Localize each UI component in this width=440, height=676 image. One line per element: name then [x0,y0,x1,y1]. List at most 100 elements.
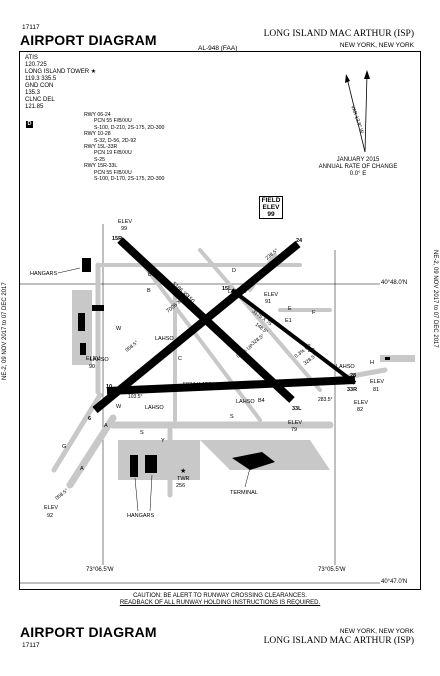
mag-date: JANUARY 2015 [336,157,380,163]
field-elev-line2: ELEV [262,204,280,211]
runways [92,237,357,414]
footer-airport-name: LONG ISLAND MAC ARTHUR (ISP) [263,636,414,646]
elev-value: 91 [265,299,271,305]
freq-line: 121.85 [25,104,44,110]
rwy-info-line: S-100, D-170, 2S-175, 2D-300 [94,176,165,183]
taxiway-letter: B3 [196,323,203,329]
latitude-label-1: 40°48.0′N [381,280,408,286]
terminal-label: TERMINAL [230,490,258,496]
rwy10-28-dims: 5034 X 150 [183,382,211,388]
heading-058-mid: 058.5° [124,340,139,354]
longitude-label-1: 73°06.5′W [86,567,114,573]
footer-city-state: NEW YORK, NEW YORK [339,628,414,635]
rwy-info-line: RWY 15L-33R [84,144,118,151]
hangar-building [130,455,138,477]
runway-number: 28 [350,373,356,379]
terminal-building [232,452,275,470]
elev-label: ELEV [44,505,58,511]
rwy-info-line: RWY 10-28 [84,131,111,138]
frequency-block: ATIS 120.725 LONG ISLAND TOWER ★ 119.3 3… [25,55,96,111]
east-apron [380,355,415,362]
buildings [78,258,390,477]
rwy-info-line: RWY 06-24 [84,112,111,118]
mag-rate-label: ANNUAL RATE OF CHANGE [318,164,398,170]
chart-title: AIRPORT DIAGRAM [20,32,157,48]
taxiway-letter: W [116,326,122,332]
runway-info-block: RWY 06-24 PCN 55 F/B/X/U S-100, D-210, 2… [84,112,164,182]
elev-label: ELEV [118,219,132,225]
elev-label: ELEV [288,420,302,426]
elev-value: 99 [121,226,127,232]
freq-line: GND CON [25,83,54,89]
taxiway-letter: E1 [285,318,292,324]
hangar-building [78,313,85,331]
city-state: NEW YORK, NEW YORK [339,42,414,49]
taxiway-letter: W [116,404,122,410]
taxiway-letter: F [312,310,316,316]
lahso-label: LAHSO [336,364,355,370]
lahso-label: LAHSO [90,357,109,363]
heading-283: 283.5° [318,397,333,403]
taxiway-letters: A A B C D E F G H S S W W Y B1 B3 B4 E1 … [62,268,374,472]
freq-line: 120.725 [25,62,47,68]
elev-label: ELEV [86,356,100,362]
runway-15l-33r [230,288,357,385]
airport-name: LONG ISLAND MAC ARTHUR (ISP) [263,29,414,39]
magnetic-north-arrow: VAR 12.8° W [345,70,370,153]
freq-line: 135.3 [25,90,41,96]
freq-line: LONG ISLAND TOWER ★ [25,69,97,75]
elev-value: 81 [373,387,379,393]
taxiway-letter: A [104,423,108,429]
caution-line-1: CAUTION: BE ALERT TO RUNWAY CROSSING CLE… [133,593,307,599]
magnetic-info: JANUARY 2015 ANNUAL RATE OF CHANGE 0.0° … [308,157,408,178]
mag-rate-value: 0.0° E [349,171,367,177]
terminal-leader [244,467,251,488]
hangars-west-label: HANGARS [30,271,58,277]
lahso-label: LAHSO [228,289,247,295]
d-airspace-badge: D [26,121,33,128]
taxiway-letter: D [232,268,236,274]
runway-number: 6 [88,416,91,422]
rwy-info-line: RWY 15R-33L [84,163,118,170]
lahso-label: LAHSO [145,405,164,411]
hangar-building [92,305,104,311]
heading-103: 103.5° [128,394,143,400]
hangars-south-leader [134,477,139,512]
taxiway-e [198,248,322,392]
taxiway-letter: E [288,306,292,312]
hangars-south-label: HANGARS [127,513,155,519]
hangar-building [82,258,91,272]
field-elev-line1: FIELD [261,197,281,204]
elevation-labels: ELEV 99 ELEV 91 ELEV 90 ELEV 81 ELEV 82 … [44,219,384,519]
lahso-label: LAHSO [155,336,174,342]
elev-value: 92 [47,513,53,519]
aprons [72,290,415,480]
elev-label: ELEV [370,379,384,385]
elev-value: 79 [291,427,297,433]
runway-06-24 [92,240,301,414]
latitude-label-2: 40°47.0′N [381,579,408,585]
elev-label: ELEV [354,400,368,406]
hangar-building [145,455,157,473]
taxiway-a [66,414,117,489]
freq-line: 119.3 335.5 [25,76,57,82]
tower-height: 256 [176,483,185,489]
heading-058-sw: 058.5° [54,488,69,502]
taxiway-b [138,258,262,422]
taxiway-letter: B1 [148,272,155,278]
caution-line-2: READBACK OF ALL RUNWAY HOLDING INSTRUCTI… [119,600,321,606]
rwy-info-line: S-100, D-210, 2S-175, 2D-300 [94,124,165,131]
field-elevation-box: FIELD ELEV 99 [259,196,283,219]
heading-328-b: 328.5° [303,353,318,367]
taxiway-letter: H [370,360,374,366]
hangars-west-leader [57,267,81,274]
taxiway-letter: C [178,356,182,362]
taxiway-letter: B [147,288,151,294]
rwy-info-line: PCN 55 F/B/X/U [94,169,132,176]
runway-numbers: 6 24 10 28 15R 33L 15L 33R [88,236,357,422]
hangar-building [80,343,86,355]
rwy-info-line: PCN 55 F/B/X/U [94,118,132,125]
rwy-info-line: PCN 19 F/B/X/U [94,150,132,157]
field-elev-value: 99 [267,211,275,218]
